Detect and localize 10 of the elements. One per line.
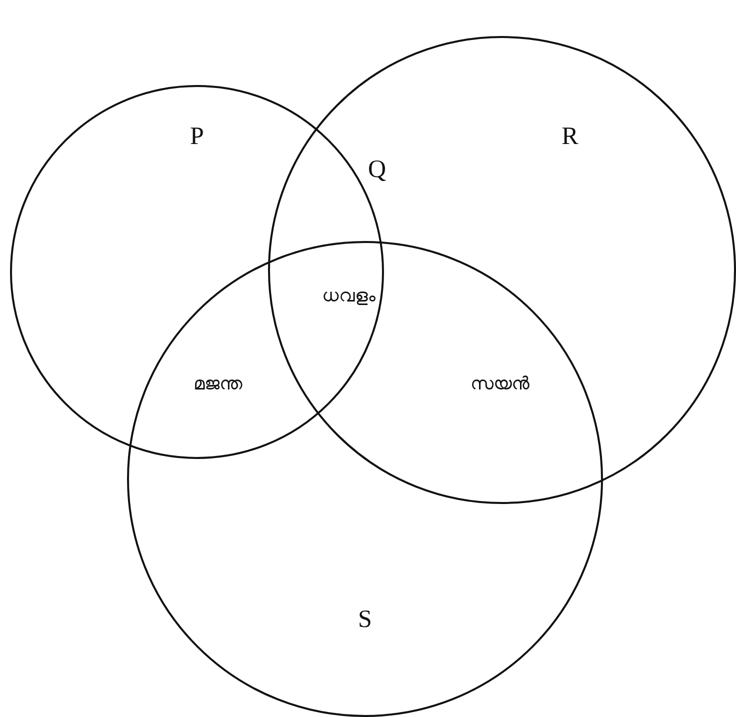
venn-circle xyxy=(268,36,736,504)
venn-circle xyxy=(127,241,603,717)
set-label: P xyxy=(190,123,204,151)
venn-circle xyxy=(10,85,384,459)
set-label: R xyxy=(562,123,578,151)
region-label: Q xyxy=(368,156,386,184)
set-label: S xyxy=(358,606,372,634)
region-label: മജന്ത xyxy=(194,374,242,394)
region-label: ധവളം xyxy=(322,286,376,306)
region-label: സയൻ xyxy=(470,374,530,394)
